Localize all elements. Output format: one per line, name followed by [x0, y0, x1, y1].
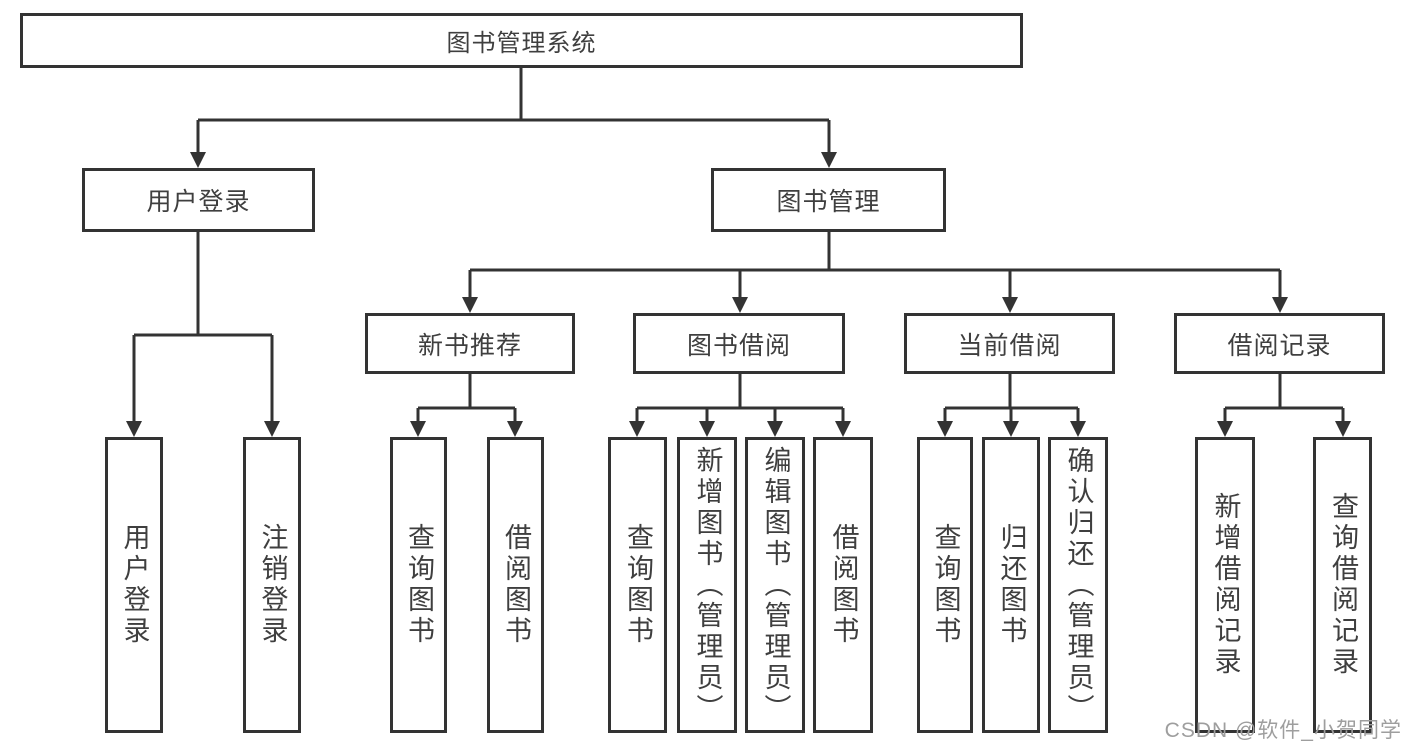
node-leaf-logout: 注销登录: [243, 437, 301, 733]
node-leaf-borrow-books-1: 借阅图书: [487, 437, 544, 733]
node-leaf-query-borrow-record: 查询借阅记录: [1313, 437, 1372, 733]
node-leaf-add-borrow-record: 新增借阅记录: [1195, 437, 1255, 733]
node-new-book-recommend: 新书推荐: [365, 313, 575, 374]
node-book-management: 图书管理: [711, 168, 946, 232]
node-current-borrowing: 当前借阅: [904, 313, 1115, 374]
node-leaf-query-books-1: 查询图书: [390, 437, 447, 733]
node-book-borrowing: 图书借阅: [633, 313, 845, 374]
node-leaf-user-login: 用户登录: [105, 437, 163, 733]
node-leaf-edit-books-admin: 编辑图书（管理员）: [745, 437, 805, 733]
node-leaf-add-books-admin: 新增图书（管理员）: [677, 437, 737, 733]
node-leaf-return-books: 归还图书: [982, 437, 1040, 733]
node-leaf-query-books-2: 查询图书: [608, 437, 667, 733]
node-borrow-records: 借阅记录: [1174, 313, 1385, 374]
node-user-login: 用户登录: [82, 168, 315, 232]
node-root-system: 图书管理系统: [20, 13, 1023, 68]
node-leaf-query-books-3: 查询图书: [917, 437, 973, 733]
node-leaf-confirm-return-admin: 确认归还（管理员）: [1048, 437, 1108, 733]
csdn-watermark: CSDN @软件_小贺同学: [1164, 719, 1402, 742]
node-leaf-borrow-books-2: 借阅图书: [813, 437, 873, 733]
arrowheads: [126, 152, 1351, 437]
